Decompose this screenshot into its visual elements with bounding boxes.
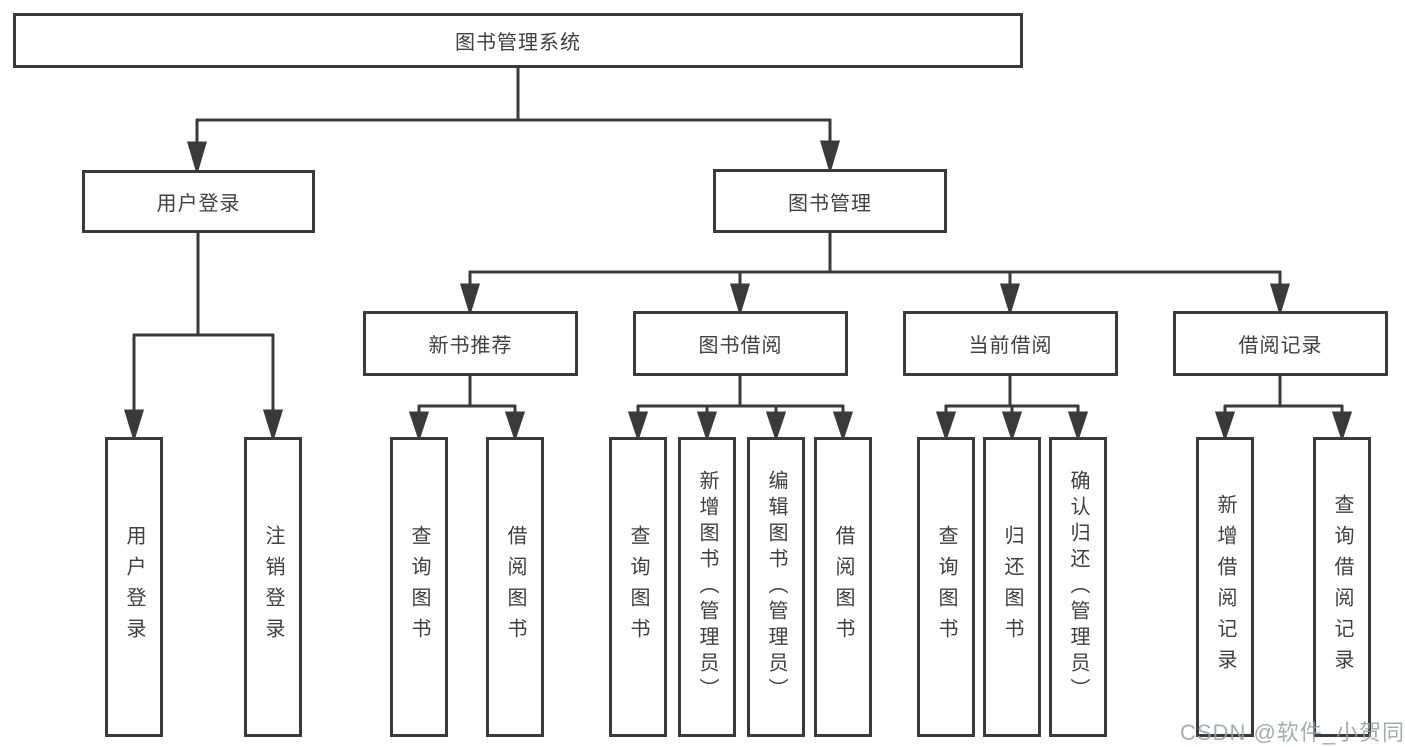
- leaf-cb-confirm-return-label: 确认归还（管理员）: [1067, 470, 1089, 704]
- leaf-cb-return-books-label: 归还图书: [1001, 525, 1023, 649]
- arrowhead: [1269, 283, 1291, 317]
- leaf-nb-borrow-books-label: 借阅图书: [504, 525, 526, 649]
- arrowhead: [1214, 411, 1236, 442]
- node-book-borrowing-label: 图书借阅: [698, 335, 783, 357]
- leaf-user-login-label: 用户登录: [123, 525, 145, 649]
- arrowhead: [627, 411, 649, 442]
- node-book-borrowing: 图书借阅: [633, 311, 848, 376]
- leaf-bb-query-books-label: 查询图书: [627, 525, 649, 649]
- leaf-nb-borrow-books: 借阅图书: [486, 437, 544, 737]
- node-user-login-label: 用户登录: [156, 193, 241, 215]
- leaf-bb-edit-books-label: 编辑图书（管理员）: [765, 470, 787, 704]
- node-current-borrowing-label: 当前借阅: [968, 335, 1053, 357]
- leaf-br-query-record: 查询借阅记录: [1313, 437, 1371, 737]
- arrowhead: [765, 411, 787, 442]
- leaf-cb-query-books-label: 查询图书: [935, 525, 957, 649]
- node-user-login: 用户登录: [82, 170, 315, 233]
- arrowhead: [459, 283, 481, 317]
- arrowhead: [262, 409, 284, 443]
- node-book-management: 图书管理: [713, 169, 947, 233]
- node-root: 图书管理系统: [13, 13, 1023, 68]
- arrowhead: [729, 283, 751, 317]
- leaf-br-add-record-label: 新增借阅记录: [1214, 494, 1236, 680]
- arrowhead: [186, 141, 208, 176]
- leaf-nb-query-books: 查询图书: [390, 437, 448, 737]
- leaf-user-login: 用户登录: [105, 437, 163, 737]
- leaf-logout: 注销登录: [244, 437, 302, 737]
- leaf-nb-query-books-label: 查询图书: [408, 525, 430, 649]
- arrowhead: [832, 411, 854, 442]
- leaf-bb-add-books: 新增图书（管理员）: [678, 437, 736, 737]
- node-root-label: 图书管理系统: [455, 32, 581, 54]
- arrowhead: [1001, 411, 1023, 442]
- leaf-bb-borrow-books-label: 借阅图书: [832, 525, 854, 649]
- arrowhead: [819, 140, 841, 175]
- leaf-bb-query-books: 查询图书: [609, 437, 667, 737]
- arrowhead: [1067, 411, 1089, 442]
- node-new-book-recommend: 新书推荐: [363, 311, 578, 376]
- leaf-cb-confirm-return: 确认归还（管理员）: [1049, 437, 1107, 737]
- arrowhead: [1331, 411, 1353, 442]
- node-borrowing-records: 借阅记录: [1173, 311, 1388, 376]
- node-current-borrowing: 当前借阅: [903, 311, 1118, 376]
- leaf-cb-return-books: 归还图书: [983, 437, 1041, 737]
- node-borrowing-records-label: 借阅记录: [1238, 335, 1323, 357]
- arrowhead: [696, 411, 718, 442]
- arrowhead: [408, 411, 430, 442]
- arrowhead: [504, 411, 526, 442]
- leaf-bb-add-books-label: 新增图书（管理员）: [696, 470, 718, 704]
- leaf-bb-borrow-books: 借阅图书: [814, 437, 872, 737]
- leaf-logout-label: 注销登录: [262, 525, 284, 649]
- leaf-cb-query-books: 查询图书: [917, 437, 975, 737]
- arrowhead: [123, 409, 145, 443]
- arrowhead: [999, 283, 1021, 317]
- arrowhead: [935, 411, 957, 442]
- leaf-br-add-record: 新增借阅记录: [1196, 437, 1254, 737]
- node-book-management-label: 图书管理: [788, 192, 872, 215]
- node-new-book-recommend-label: 新书推荐: [428, 335, 513, 357]
- leaf-bb-edit-books: 编辑图书（管理员）: [747, 437, 805, 737]
- leaf-br-query-record-label: 查询借阅记录: [1331, 494, 1353, 680]
- watermark: CSDN @软件_小贺同学: [1180, 720, 1405, 745]
